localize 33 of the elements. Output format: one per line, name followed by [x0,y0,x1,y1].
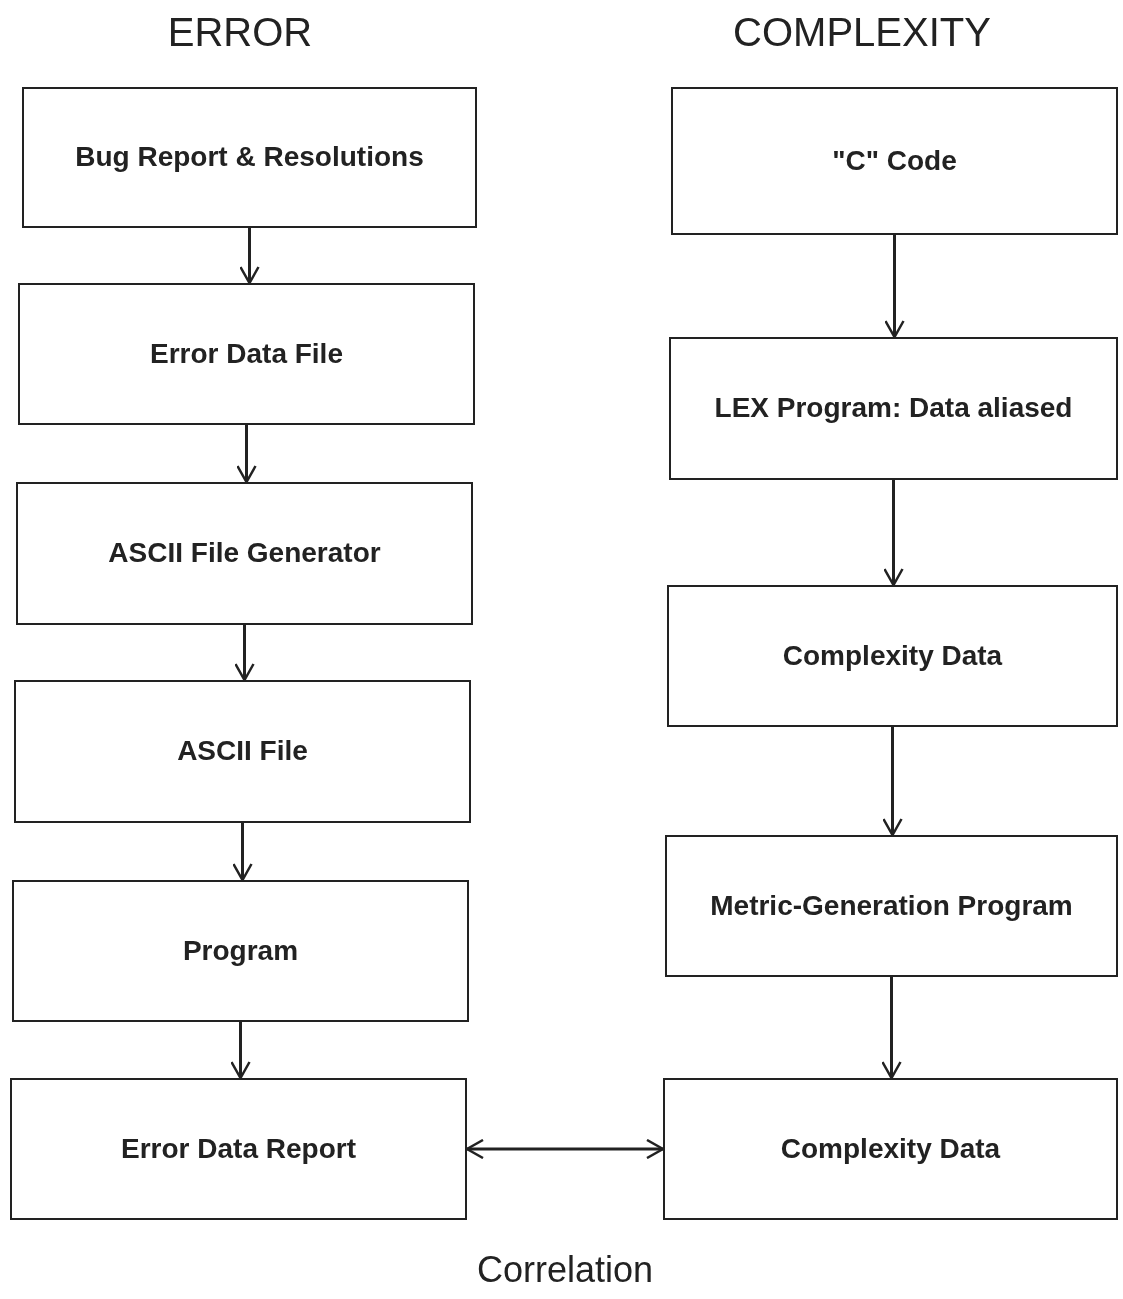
process-box [667,585,1118,727]
box-text: Program [182,933,299,968]
process-box [663,1078,1118,1220]
process-box [18,283,475,425]
box-text: LEX Program: Data aliased [714,391,1073,426]
arrow [234,625,255,682]
arrow [883,480,904,587]
process-box [22,87,477,228]
process-box [14,680,471,823]
arrow [882,727,903,837]
box-text: Complexity Data [782,638,1003,673]
process-box [10,1078,467,1220]
arrow [884,235,905,339]
box-text: Error Data Report [121,1131,356,1166]
process-box [669,337,1118,480]
box-text: Complexity Data [780,1131,1001,1166]
process-box [665,835,1118,977]
process-box [671,87,1118,235]
arrow [239,228,260,285]
arrow [881,977,902,1080]
box-text: Bug Report & Resolutions [75,140,424,175]
box-text: "C" Code [832,143,957,178]
box-text: ASCII File [177,734,308,769]
box-text: ASCII File Generator [108,536,381,571]
column-heading: COMPLEXITY [733,10,991,55]
box-text: Error Data File [150,336,343,371]
arrow [230,1022,251,1080]
arrow [236,425,257,484]
process-box [12,880,469,1022]
column-heading: ERROR [167,10,313,55]
box-text: Metric-Generation Program [710,888,1073,923]
arrow [232,823,253,882]
process-box [16,482,473,625]
